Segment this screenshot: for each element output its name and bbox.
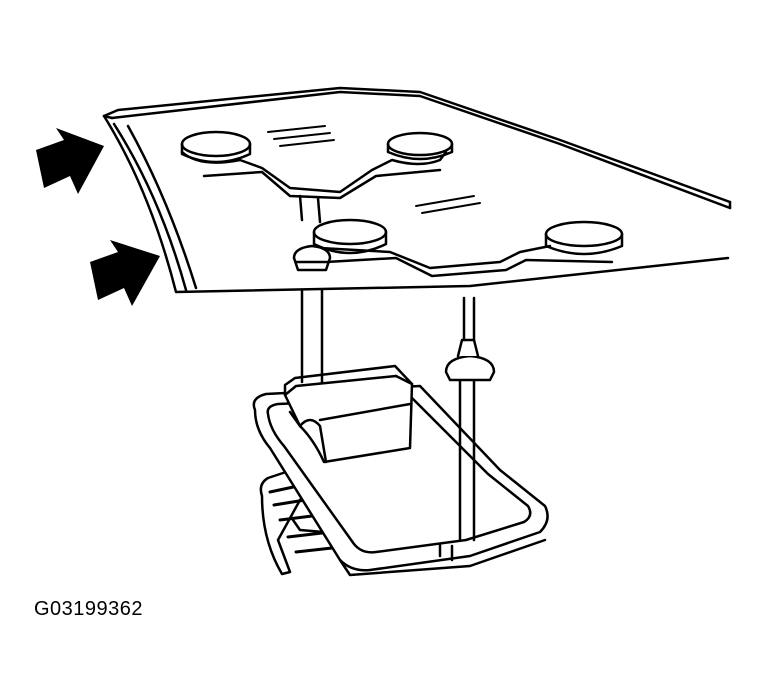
windshield-glass xyxy=(102,86,732,294)
suction-cup-3 xyxy=(312,218,388,255)
arrow-icon xyxy=(36,128,104,194)
figure-id-label: G03199362 xyxy=(34,598,144,620)
suction-cup-4 xyxy=(544,220,624,256)
suction-cup-1 xyxy=(180,130,252,164)
suction-frame-lower xyxy=(318,244,614,278)
rod-knob xyxy=(292,244,332,272)
handle-block xyxy=(283,364,414,464)
arrow-icon xyxy=(90,240,160,306)
suction-cup-2 xyxy=(386,131,454,161)
